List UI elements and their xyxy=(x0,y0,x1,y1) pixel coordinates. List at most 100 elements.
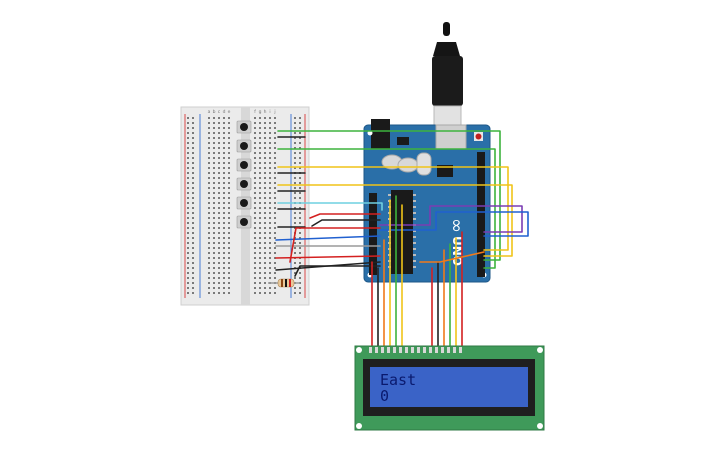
breadboard-hole xyxy=(187,232,189,234)
breadboard-hole xyxy=(299,182,301,184)
breadboard-hole xyxy=(192,152,194,154)
breadboard-hole xyxy=(264,272,266,274)
breadboard-hole xyxy=(274,207,276,209)
breadboard-hole xyxy=(187,152,189,154)
breadboard-hole xyxy=(299,292,301,294)
mount-hole xyxy=(537,347,543,353)
breadboard-hole xyxy=(294,242,296,244)
breadboard-hole xyxy=(213,237,215,239)
breadboard-hole xyxy=(192,177,194,179)
reset-button-cap xyxy=(475,133,482,140)
breadboard-hole xyxy=(218,152,220,154)
breadboard-hole xyxy=(192,287,194,289)
breadboard-hole xyxy=(218,187,220,189)
breadboard-hole xyxy=(269,202,271,204)
breadboard-hole xyxy=(223,177,225,179)
breadboard-hole xyxy=(228,177,230,179)
breadboard-hole xyxy=(223,252,225,254)
breadboard-hole xyxy=(294,192,296,194)
breadboard-hole xyxy=(274,172,276,174)
breadboard-hole xyxy=(208,132,210,134)
breadboard-hole xyxy=(254,117,256,119)
breadboard-hole xyxy=(259,122,261,124)
breadboard-hole xyxy=(228,272,230,274)
breadboard-hole xyxy=(254,132,256,134)
breadboard-hole xyxy=(228,217,230,219)
breadboard-hole xyxy=(208,202,210,204)
pushbutton-cap xyxy=(240,218,248,226)
breadboard-hole xyxy=(192,242,194,244)
usb-cable[interactable] xyxy=(432,22,463,133)
breadboard-hole xyxy=(259,192,261,194)
breadboard-hole xyxy=(259,242,261,244)
breadboard-hole xyxy=(269,167,271,169)
breadboard-hole xyxy=(218,227,220,229)
breadboard-hole xyxy=(228,222,230,224)
chip-pin xyxy=(413,218,416,220)
chip-pin xyxy=(413,200,416,202)
breadboard-hole xyxy=(228,167,230,169)
resistor-band xyxy=(281,279,283,287)
breadboard-hole xyxy=(299,127,301,129)
breadboard-hole xyxy=(274,182,276,184)
arduino-uno-board[interactable]: ∞ UNO xyxy=(363,119,491,283)
lcd-pin xyxy=(459,347,462,353)
breadboard-hole xyxy=(259,202,261,204)
breadboard-hole xyxy=(259,292,261,294)
breadboard-hole xyxy=(218,117,220,119)
breadboard-hole xyxy=(269,162,271,164)
breadboard-hole xyxy=(264,182,266,184)
breadboard-hole xyxy=(254,147,256,149)
breadboard-hole xyxy=(192,157,194,159)
breadboard-hole xyxy=(187,142,189,144)
breadboard-hole xyxy=(218,252,220,254)
breadboard-hole xyxy=(299,157,301,159)
breadboard-hole xyxy=(264,267,266,269)
breadboard-hole xyxy=(264,277,266,279)
breadboard-hole xyxy=(213,212,215,214)
breadboard-hole xyxy=(192,227,194,229)
breadboard-hole xyxy=(259,227,261,229)
breadboard-hole xyxy=(208,237,210,239)
breadboard-hole xyxy=(187,127,189,129)
breadboard-hole xyxy=(269,132,271,134)
breadboard-hole xyxy=(223,157,225,159)
breadboard-hole xyxy=(294,207,296,209)
breadboard-hole xyxy=(274,292,276,294)
breadboard-hole xyxy=(187,132,189,134)
breadboard-hole xyxy=(213,262,215,264)
breadboard-hole xyxy=(223,207,225,209)
breadboard-hole xyxy=(269,212,271,214)
breadboard-hole xyxy=(264,262,266,264)
breadboard-hole xyxy=(264,192,266,194)
breadboard-hole xyxy=(264,157,266,159)
usb-b-port xyxy=(435,124,467,150)
breadboard-hole xyxy=(223,122,225,124)
jumper-wire xyxy=(277,166,509,251)
breadboard-hole xyxy=(228,182,230,184)
resistor[interactable] xyxy=(268,278,300,288)
breadboard-hole xyxy=(294,127,296,129)
breadboard-hole xyxy=(269,147,271,149)
breadboard-hole xyxy=(192,247,194,249)
lcd-pin xyxy=(381,347,384,353)
breadboard-hole xyxy=(228,122,230,124)
breadboard-hole xyxy=(218,287,220,289)
breadboard-hole xyxy=(254,212,256,214)
lcd-16x2[interactable]: East 0 xyxy=(354,345,545,431)
breadboard-hole xyxy=(254,217,256,219)
breadboard-hole xyxy=(259,147,261,149)
breadboard-hole xyxy=(218,142,220,144)
breadboard-hole xyxy=(299,222,301,224)
breadboard-hole xyxy=(269,287,271,289)
breadboard-hole xyxy=(213,177,215,179)
breadboard-hole xyxy=(254,237,256,239)
breadboard-hole xyxy=(259,127,261,129)
breadboard-hole xyxy=(192,142,194,144)
breadboard-hole xyxy=(208,242,210,244)
breadboard-hole xyxy=(274,152,276,154)
breadboard-hole xyxy=(187,177,189,179)
column-letter: e xyxy=(228,110,231,115)
breadboard-hole xyxy=(294,157,296,159)
